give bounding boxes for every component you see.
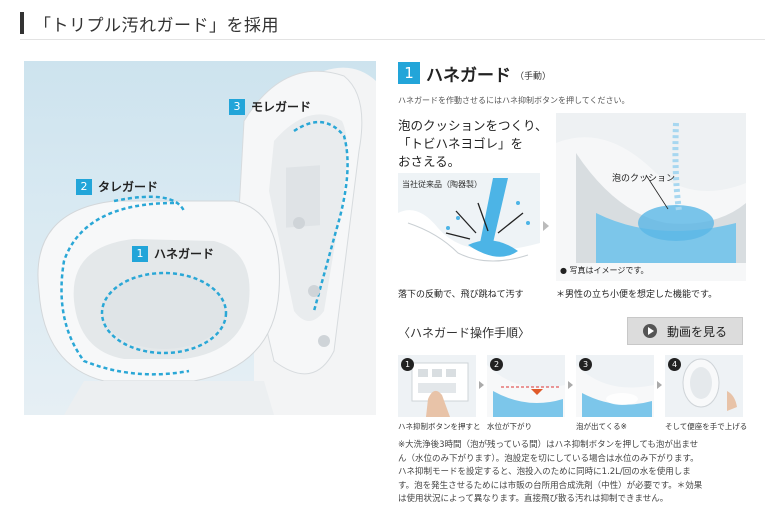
foam-step-illustration — [576, 365, 654, 417]
image-note: ● 写真はイメージです。 — [560, 266, 649, 275]
play-icon — [642, 324, 657, 338]
footnote-line: ハネ抑制モードを設定すると、泡投入のために同時に1.2L/回の水を使用しま — [398, 467, 691, 477]
callout-number: 1 — [132, 245, 148, 262]
section-header: 「トリプル汚れガード」を採用 — [20, 10, 765, 40]
step-caption: そして便座を手で上げる — [665, 422, 748, 431]
footnote-line: は使用状況によって異なります。直接飛び散る汚れは抑制できません。 — [398, 494, 669, 504]
toilet-photo: 3 モレガード 2 タレガード 1 ハネガード — [24, 61, 376, 415]
splash-illustration — [398, 178, 540, 279]
section-number: 1 — [398, 62, 420, 84]
step-1-image: 1 — [398, 355, 476, 417]
video-button-label: 動画を見る — [666, 324, 727, 339]
step-caption: 泡が出てくる※ — [576, 422, 627, 431]
callout-more-guard: 3 モレガード — [229, 98, 311, 115]
step-number: 3 — [579, 358, 592, 371]
callout-number: 2 — [76, 178, 92, 195]
caption-left: 落下の反動で、飛び跳ねて汚す — [398, 290, 524, 300]
panel-label: 当社従来品（陶器製） — [402, 180, 482, 189]
foam-label: 泡のクッション — [612, 174, 676, 184]
step-caption: ハネ抑制ボタンを押すと — [398, 422, 481, 431]
footnote-line: ※大洗浄後3時間（泡が残っている間）はハネ抑制ボタンを押しても泡が出ませ — [398, 440, 699, 450]
step-2-image: 2 — [487, 355, 565, 417]
callout-hane-guard: 1 ハネガード — [132, 245, 214, 262]
procedure-steps: 1 2 3 — [398, 355, 748, 435]
section-title: ハネガード — [426, 65, 511, 86]
lead-text: 泡のクッションをつくり、 「トビハネヨゴレ」を おさえる。 — [398, 117, 548, 171]
section-note: ハネガードを作動させるにはハネ抑制ボタンを押してください。 — [398, 96, 630, 105]
callout-label: ハネガード — [154, 247, 215, 261]
lead-line: 「トビハネヨゴレ」を — [398, 136, 524, 151]
footnote-line: ん（水位のみ下がります）。泡設定を切にしている場合は水位のみ下がります。 — [398, 453, 699, 464]
lead-line: おさえる。 — [398, 154, 461, 169]
chevron-right-icon — [657, 381, 662, 389]
chevron-right-icon — [543, 221, 549, 231]
callout-label: モレガード — [251, 100, 312, 114]
header-bar — [20, 12, 24, 34]
section-subtitle: （手動） — [515, 72, 552, 82]
step-number: 1 — [401, 358, 414, 371]
section-heading: 1 ハネガード （手動） — [398, 61, 552, 86]
footnotes: ※大洗浄後3時間（泡が残っている間）はハネ抑制ボタンを押しても泡が出ませ ん（水… — [398, 439, 748, 507]
caption-right: ＊男性の立ち小便を想定した機能です。 — [556, 290, 718, 300]
lead-line: 泡のクッションをつくり、 — [398, 118, 548, 133]
step-number: 4 — [668, 358, 681, 371]
conventional-product-image: 当社従来品（陶器製） — [398, 173, 540, 279]
water-level-illustration — [487, 365, 565, 417]
toilet-illustration — [37, 67, 376, 415]
callout-number: 3 — [229, 98, 245, 115]
foam-cushion-image: 泡のクッション ● 写真はイメージです。 — [556, 113, 746, 281]
watch-video-button[interactable]: 動画を見る — [627, 317, 743, 345]
chevron-right-icon — [568, 381, 573, 389]
procedure-title: 〈ハネガード操作手順〉 — [398, 326, 531, 340]
remote-panel-illustration — [411, 362, 469, 417]
step-caption: 水位が下がり — [487, 422, 532, 431]
step-number: 2 — [490, 358, 503, 371]
step-4-image: 4 — [665, 355, 743, 417]
callout-tare-guard: 2 タレガード — [76, 178, 158, 195]
chevron-right-icon — [479, 381, 484, 389]
foam-illustration — [556, 122, 746, 281]
page-title: 「トリプル汚れガード」を採用 — [34, 16, 279, 36]
raise-seat-illustration — [682, 358, 737, 411]
footnote-line: す。泡を発生させるためには市販の台所用合成洗剤（中性）が必要です。＊効果 — [398, 480, 703, 491]
step-3-image: 3 — [576, 355, 654, 417]
callout-label: タレガード — [98, 180, 159, 194]
